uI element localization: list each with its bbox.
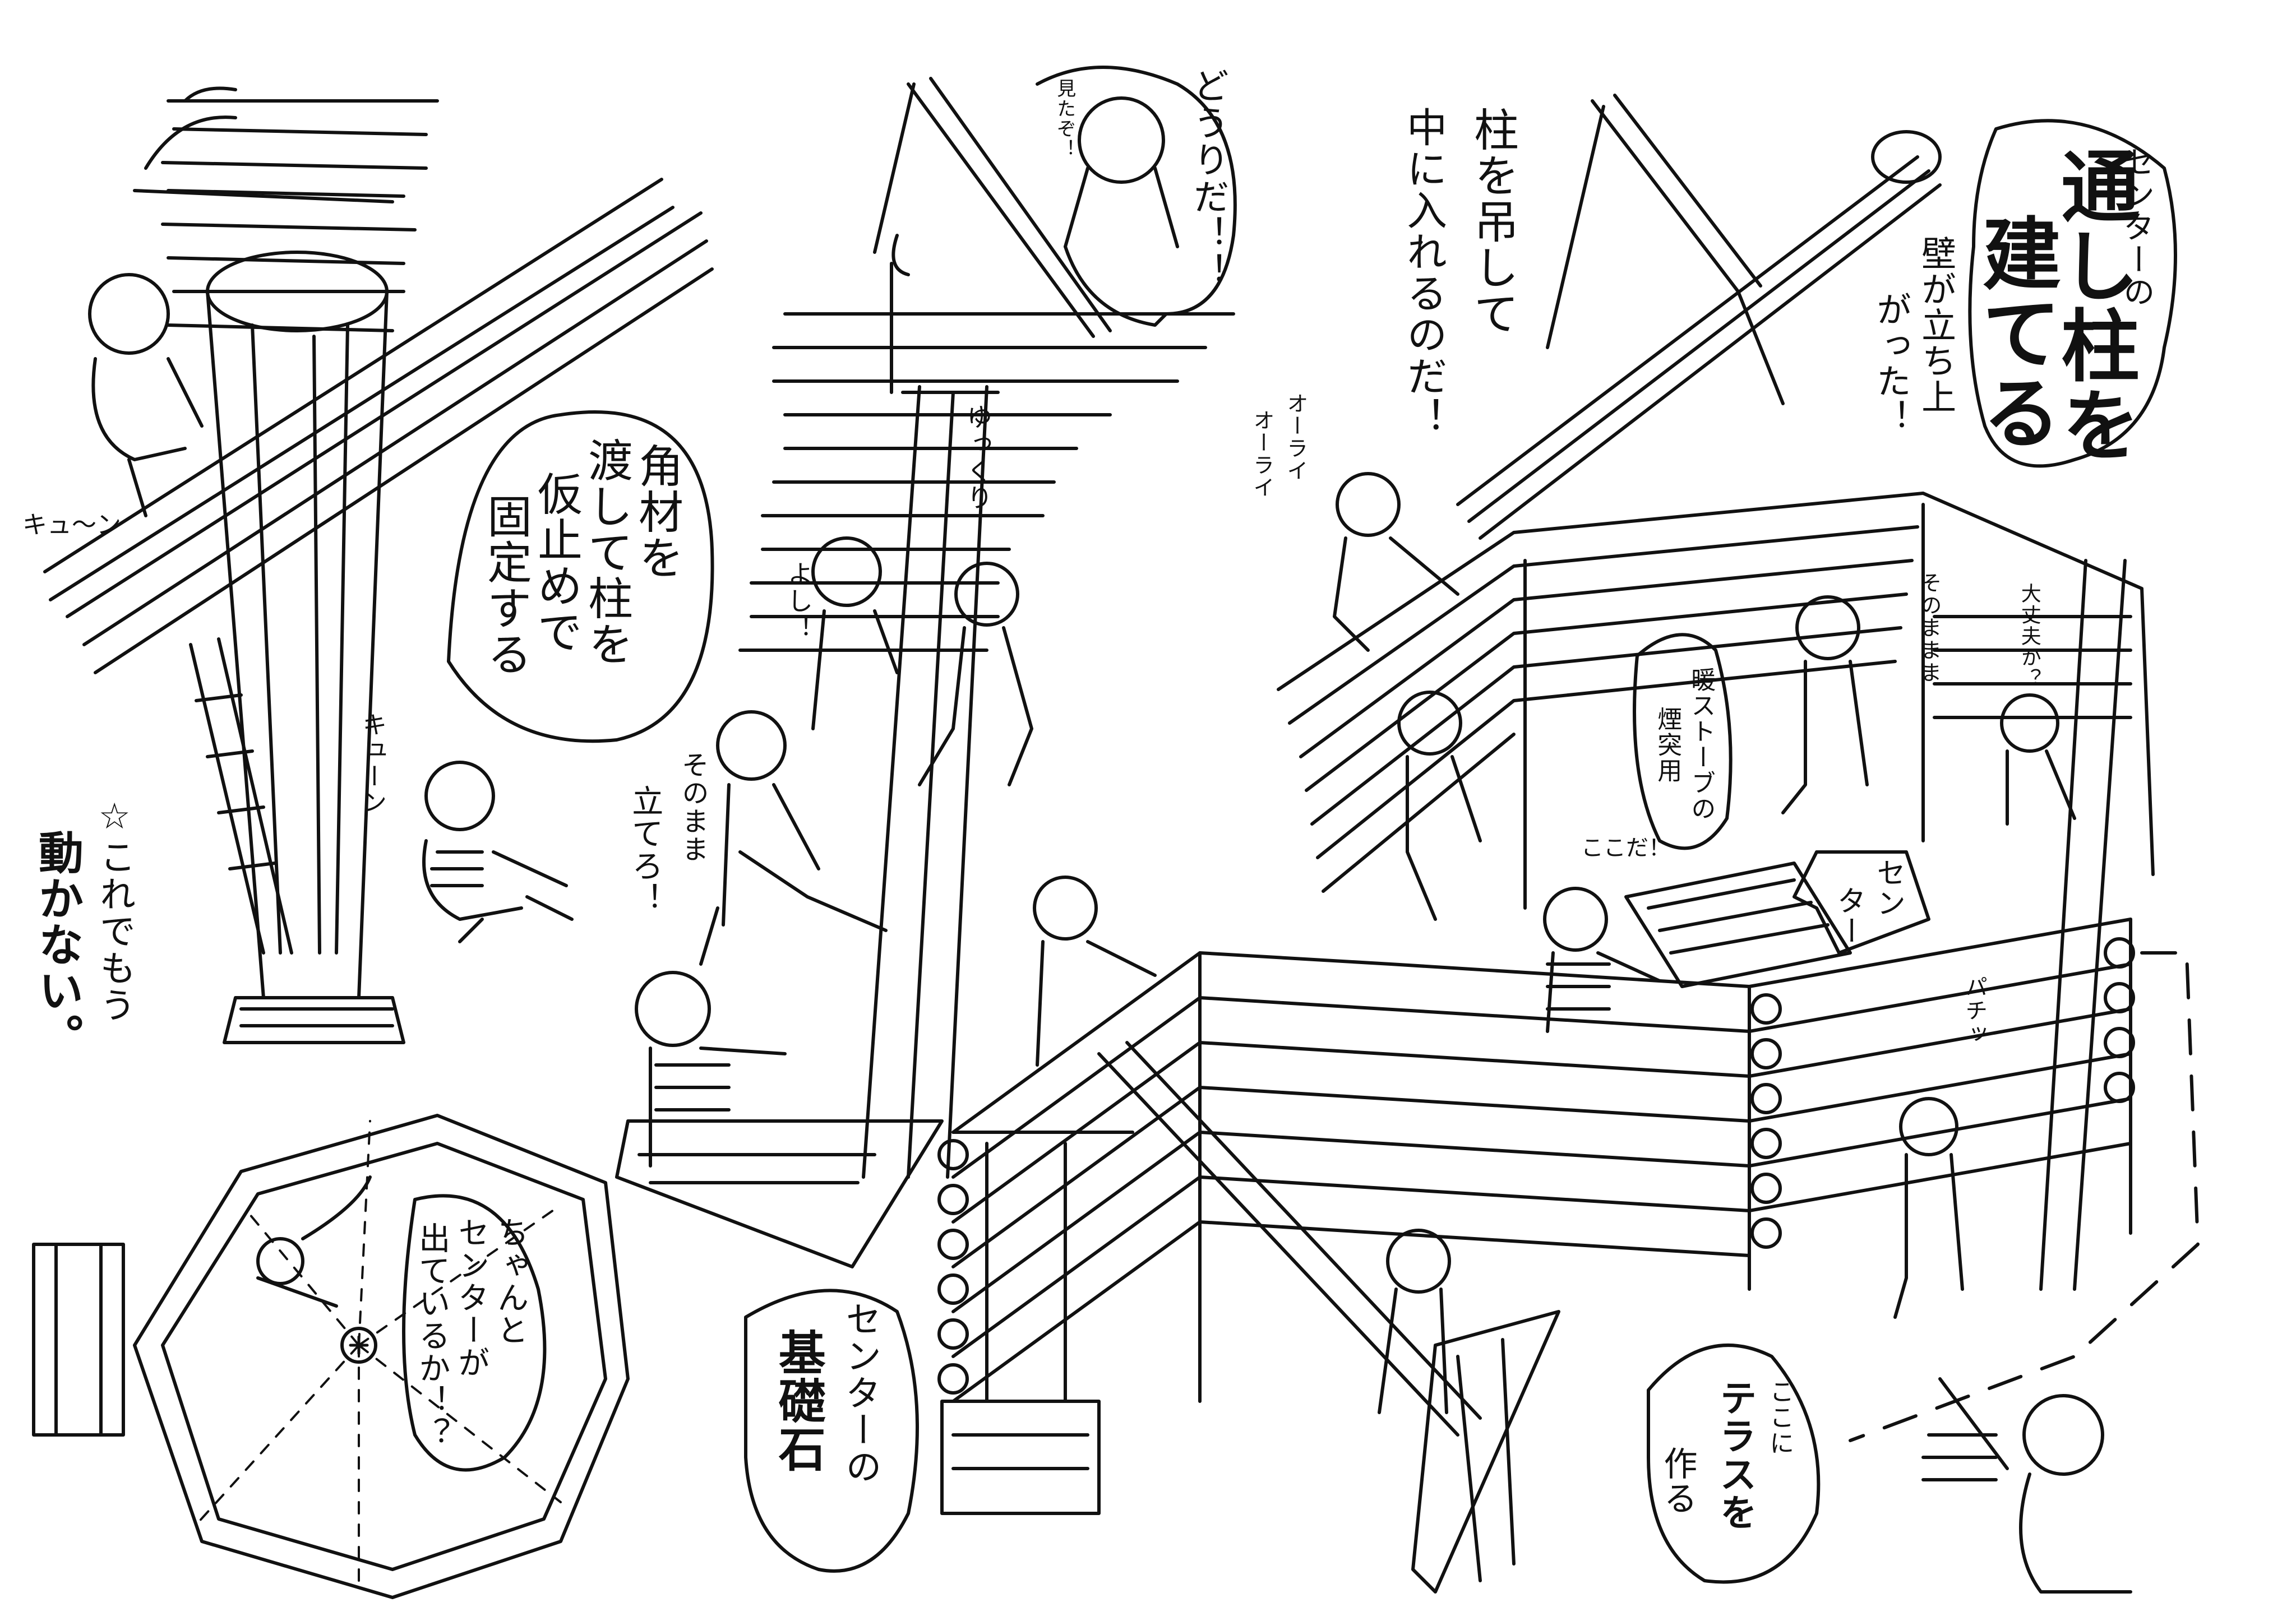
bubble-kakuzai-3: 仮止めで: [530, 471, 583, 655]
bubble-sonomama-1: そのまま: [677, 751, 709, 863]
bubble-chanto-2: センターが: [452, 1216, 489, 1379]
sfx-koko: ここだ！: [1581, 835, 1671, 861]
bubble-center-1: セン: [1871, 858, 1905, 918]
sfx-yukkuri: ゆっくり: [963, 404, 994, 511]
bubble-kakuzai-4: 固定する: [480, 493, 532, 677]
bubble-danro-2: 煙突用: [1653, 706, 1682, 784]
scene-right-cabin: [939, 95, 2198, 1592]
bubble-terrace-2: テラスを: [1713, 1379, 1757, 1531]
bubble-danro-1: 暖ストーブの: [1687, 667, 1716, 822]
sfx-kyun2: キューン: [358, 712, 387, 815]
bubble-oorai-2: オーライ: [1249, 409, 1274, 499]
sfx-yoshi: よし！: [783, 561, 814, 641]
bubble-hashira-1: 柱を吊して: [1467, 106, 1519, 336]
bubble-kabe-1: 壁が立ち上: [1915, 235, 1957, 415]
bubble-douda: どうりだ！！: [1187, 67, 1229, 289]
bubble-center-2: ター: [1832, 886, 1866, 946]
scene-topleft-walls: [45, 89, 712, 1043]
title-line1: 通し柱を: [2048, 146, 2139, 464]
bubble-mitare: 見たぞ！: [1053, 78, 1076, 159]
note-line1: ☆これでもう: [94, 796, 136, 1023]
bubble-daijoubu: 大丈夫か？: [2017, 583, 2041, 689]
bubble-hashira-2: 中に入れるのだ！: [1399, 106, 1447, 438]
title-line2: 建てる: [1969, 213, 2061, 452]
octagon-floor-plan: [34, 1115, 628, 1597]
title-small: センターの: [2118, 146, 2155, 308]
bubble-terrace-3: 作る: [1658, 1446, 1697, 1516]
scene-middle-raising: [617, 78, 1234, 1267]
sfx-pachi: パチッ: [1961, 975, 1987, 1046]
bubble-kakuzai-2: 渡して柱を: [581, 437, 633, 667]
bubble-chanto-1: ちゃんと: [492, 1216, 529, 1346]
bubble-kabe-2: がった！: [1870, 291, 1912, 435]
bubble-terrace-1: ここに: [1765, 1379, 1794, 1456]
speech-bubbles: [404, 67, 2175, 1582]
bubble-kiso-2: 基礎石: [771, 1328, 826, 1473]
bubble-chanto-3: 出ているか！？: [413, 1222, 450, 1449]
bubble-kakuzai-1: 角材を: [631, 443, 683, 581]
bubble-kiso-1: センターの: [839, 1300, 881, 1485]
sfx-kyun1: キュ〜ン: [22, 511, 121, 539]
bubble-sonomama2: そのままま: [1916, 572, 1942, 684]
bubble-sonomama-2: 立てろ！: [626, 785, 663, 915]
note-line2: 動かない。: [31, 830, 84, 1059]
bubble-oorai-1: オーライ: [1283, 392, 1308, 482]
